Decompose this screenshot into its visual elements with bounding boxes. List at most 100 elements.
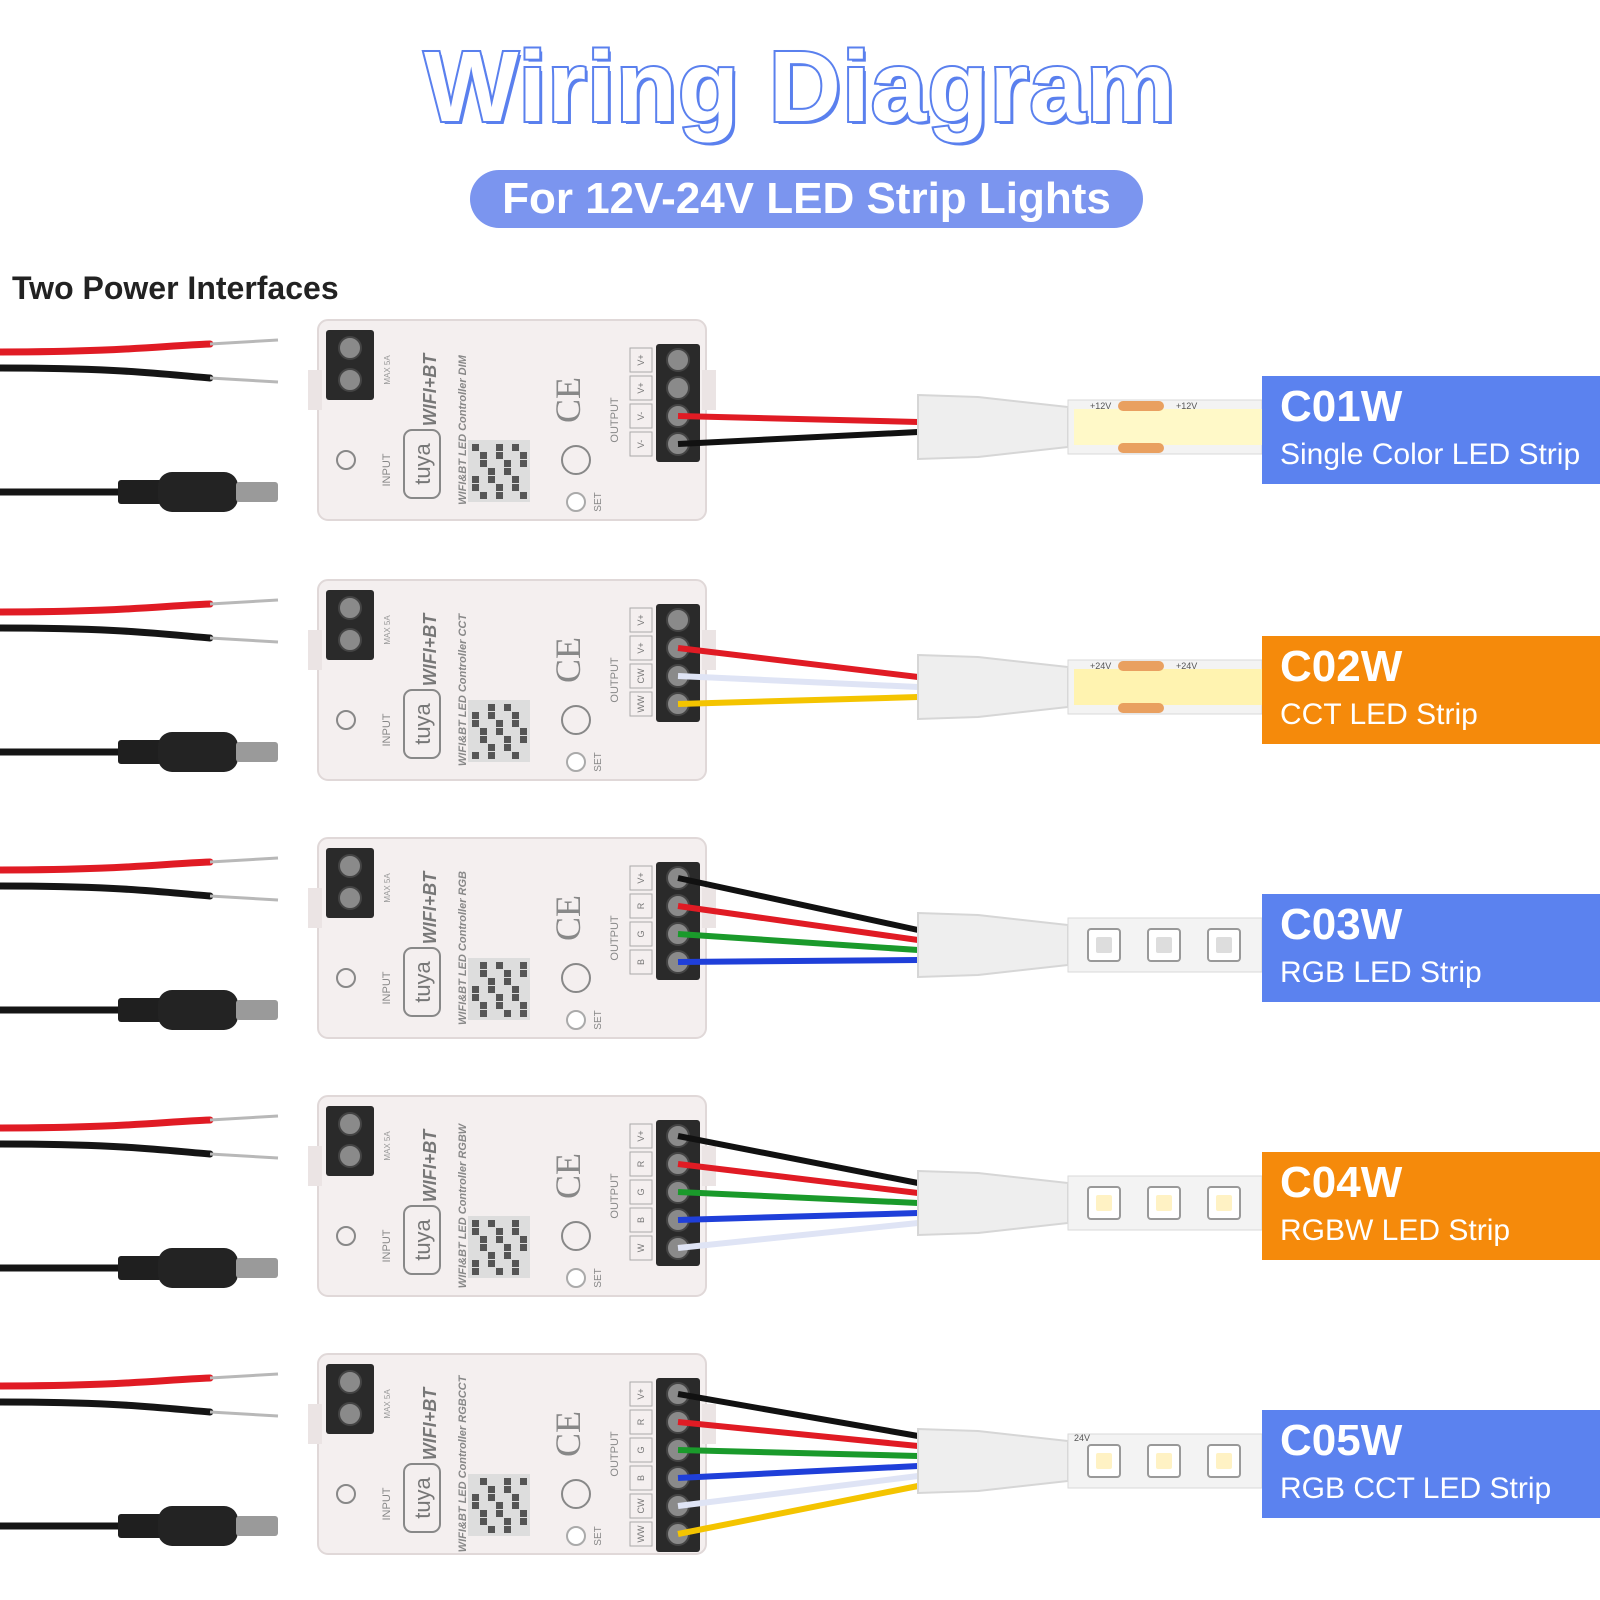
stripped-wire-end	[209, 598, 279, 606]
terminal-label-frame	[629, 865, 653, 891]
qr-cell	[480, 728, 487, 735]
smd-led-lens	[1216, 1195, 1232, 1211]
input-wire-red	[0, 340, 214, 356]
terminal-label: B	[636, 1475, 646, 1481]
terminal-label-frame	[629, 1207, 653, 1233]
ce-mark: CE	[548, 1153, 588, 1199]
strip-description: RGB LED Strip	[1280, 956, 1482, 989]
qr-cell	[496, 444, 503, 451]
terminal-label: WW	[636, 695, 646, 712]
terminal-label-frame	[629, 1437, 653, 1463]
tuya-logo: tuya	[410, 442, 435, 484]
terminal-label: V-	[636, 440, 646, 449]
terminal-label-frame	[629, 921, 653, 947]
input-label: INPUT	[381, 1487, 393, 1520]
stripped-wire-end	[209, 856, 279, 864]
input-wire-black	[0, 1140, 214, 1158]
qr-cell	[496, 1002, 503, 1009]
smd-led-lens	[1156, 937, 1172, 953]
strip-description: RGBW LED Strip	[1280, 1214, 1511, 1247]
qr-cell	[472, 1220, 479, 1227]
output-wire	[677, 1220, 919, 1251]
model-label: WIFI&BT LED Controller DIM	[457, 354, 469, 505]
ce-mark: CE	[548, 1411, 588, 1457]
qr-cell	[512, 444, 519, 451]
output-wire	[677, 1473, 919, 1509]
qr-cell	[488, 1252, 495, 1259]
tuya-logo-frame	[403, 1205, 441, 1275]
solder-pad	[1118, 661, 1164, 671]
qr-cell	[488, 704, 495, 711]
output-wire	[677, 673, 919, 690]
qr-cell	[512, 1260, 519, 1267]
output-label: OUTPUT	[609, 657, 621, 703]
qr-cell	[512, 1502, 519, 1509]
input-wire-red	[0, 858, 214, 874]
set-button	[566, 1526, 586, 1546]
smd-led-lens	[1096, 1195, 1112, 1211]
strip-code: C01W	[1280, 382, 1403, 431]
qr-cell	[504, 1526, 511, 1533]
ce-mark: CE	[548, 637, 588, 683]
set-button	[566, 752, 586, 772]
qr-cell	[496, 962, 503, 969]
dc-plug-body	[158, 1506, 238, 1546]
qr-cell	[480, 492, 487, 499]
qr-cell	[488, 986, 495, 993]
terminal-label-frame	[629, 1521, 653, 1547]
qr-cell	[504, 1252, 511, 1259]
output-terminal-block	[656, 344, 700, 462]
subtitle-pill: For 12V-24V LED Strip Lights	[470, 170, 1143, 228]
output-wire	[677, 694, 919, 707]
qr-cell	[520, 1236, 527, 1243]
ce-mark: CE	[548, 377, 588, 423]
input-wire-red	[0, 1374, 214, 1390]
terminal-screw	[338, 854, 362, 878]
terminal-label-frame	[629, 1235, 653, 1261]
input-wire-red	[0, 600, 214, 616]
terminal-label: V+	[636, 354, 646, 365]
set-label: SET	[593, 1526, 604, 1545]
max-label: MAX 5A	[383, 615, 392, 645]
strip-connector	[917, 653, 1069, 721]
solder-pad	[1118, 443, 1164, 453]
output-wire	[677, 413, 919, 425]
terminal-label: V+	[636, 1130, 646, 1141]
wireless-label: WIFI+BT	[420, 612, 440, 686]
output-wire	[677, 1391, 919, 1439]
qr-cell	[488, 712, 495, 719]
terminal-label-frame	[629, 347, 653, 373]
qr-cell	[504, 1478, 511, 1485]
strip-connector	[917, 1427, 1069, 1495]
qr-cell	[520, 728, 527, 735]
controller-tab	[702, 370, 716, 410]
strip-marking: +12V	[1176, 401, 1197, 411]
terminal-screw	[338, 1112, 362, 1136]
terminal-label: WW	[636, 1525, 646, 1542]
dc-plug-tip	[236, 742, 278, 762]
terminal-screw	[338, 596, 362, 620]
terminal-label-frame	[629, 1179, 653, 1205]
terminal-screw	[338, 1402, 362, 1426]
controller-tab	[308, 888, 322, 928]
set-button	[566, 492, 586, 512]
strip-description: RGB CCT LED Strip	[1280, 1472, 1552, 1505]
qr-cell	[480, 1002, 487, 1009]
terminal-label: R	[636, 1160, 646, 1167]
terminal-label-frame	[629, 375, 653, 401]
rohs-icon	[561, 1479, 591, 1509]
input-label: INPUT	[381, 1229, 393, 1262]
set-label: SET	[593, 492, 604, 511]
qr-cell	[520, 1510, 527, 1517]
stripped-wire-end	[209, 1114, 279, 1122]
output-wire	[677, 1210, 919, 1223]
terminal-label: V-	[636, 412, 646, 421]
qr-cell	[512, 484, 519, 491]
output-wire	[677, 875, 919, 933]
terminal-label: R	[636, 902, 646, 909]
tuya-logo-frame	[403, 947, 441, 1017]
